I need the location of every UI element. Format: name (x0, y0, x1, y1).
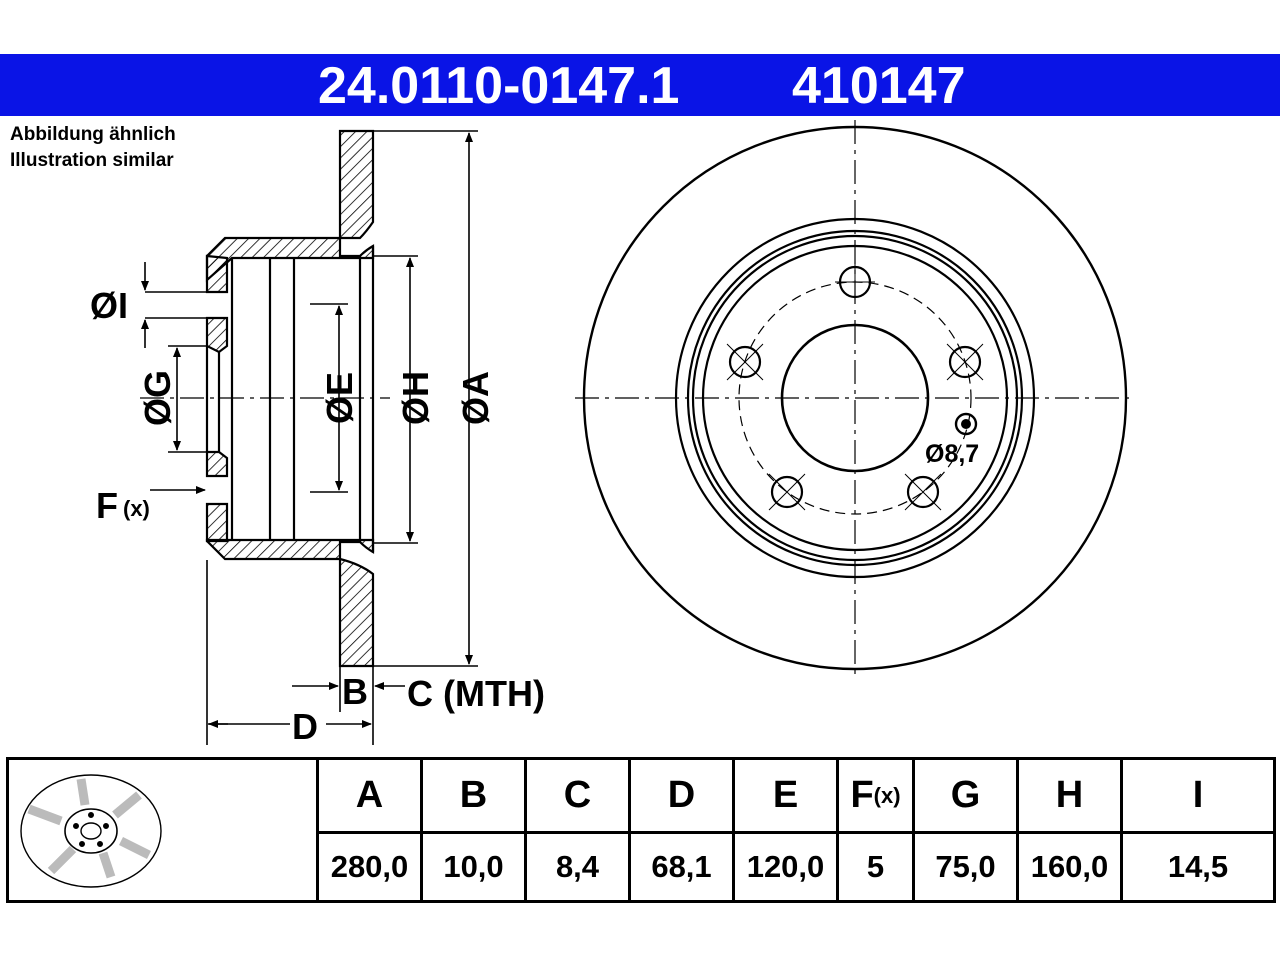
label-c: C (MTH) (407, 673, 545, 714)
header-h: H (1019, 760, 1120, 834)
col-e: E 120,0 (735, 760, 839, 900)
reference-number: 410147 (792, 57, 966, 115)
header-b: B (423, 760, 524, 834)
friction-ring-upper (338, 129, 375, 240)
hat-face-bottom (205, 502, 229, 543)
col-c: C 8,4 (527, 760, 631, 900)
col-b: B 10,0 (423, 760, 527, 900)
value-d: 68,1 (651, 849, 712, 884)
label-hole-diameter: Ø8,7 (925, 440, 979, 468)
value-a: 280,0 (330, 849, 409, 884)
label-f: F (96, 485, 118, 526)
value-g: 75,0 (935, 849, 996, 884)
outer-rim (582, 125, 1128, 671)
col-f: F(x) 5 (839, 760, 915, 900)
col-h: H 160,0 (1019, 760, 1123, 900)
side-dimensions (141, 130, 478, 745)
col-i: I 14,5 (1123, 760, 1273, 900)
header-i: I (1123, 760, 1273, 834)
value-h: 160,0 (1030, 849, 1109, 884)
hat-face-top (205, 254, 229, 294)
header-f-sub: (x) (873, 782, 901, 808)
label-b: B (342, 671, 368, 712)
header-g: G (915, 760, 1016, 834)
value-c: 8,4 (555, 849, 600, 884)
note-english: Illustration similar (10, 150, 174, 171)
col-d: D 68,1 (631, 760, 735, 900)
label-dia-h: ØH (395, 371, 436, 425)
label-dia-g: ØG (137, 370, 178, 426)
value-b: 10,0 (443, 849, 504, 884)
front-view (575, 120, 1135, 676)
hat-wall-lower (205, 538, 375, 561)
friction-ring-lower (338, 557, 375, 668)
spec-table: A 280,0 B 10,0 C 8,4 D 68,1 E 120,0 F(x)… (6, 757, 1276, 903)
header-e: E (735, 760, 836, 834)
header-d: D (631, 760, 732, 834)
side-section-view (140, 129, 390, 668)
header-c: C (527, 760, 628, 834)
locating-hole (954, 412, 978, 436)
value-i: 14,5 (1167, 849, 1229, 884)
note-german: Abbildung ähnlich (10, 124, 176, 145)
header-f-letter: F (850, 774, 874, 816)
header-f: F(x) (839, 760, 912, 834)
hat-face-lower (205, 450, 229, 478)
center-bore (780, 323, 930, 473)
bolt-holes (726, 262, 984, 511)
header-a: A (319, 760, 420, 834)
header-bar: 24.0110-0147.1 410147 (0, 54, 1280, 116)
illustration-note: Abbildung ähnlich Illustration similar (10, 122, 176, 174)
spec-columns: A 280,0 B 10,0 C 8,4 D 68,1 E 120,0 F(x)… (319, 760, 1273, 900)
label-dia-i: ØI (90, 285, 128, 326)
hat-face-upper (205, 316, 229, 354)
label-d: D (292, 706, 318, 747)
part-number: 24.0110-0147.1 (318, 57, 680, 115)
col-g: G 75,0 (915, 760, 1019, 900)
disc-thumbnail (9, 760, 319, 900)
label-dia-a: ØA (455, 371, 496, 425)
col-a: A 280,0 (319, 760, 423, 900)
label-f-sub: (x) (123, 496, 150, 521)
label-dia-e: ØE (319, 372, 360, 424)
value-f: 5 (866, 849, 885, 884)
value-e: 120,0 (746, 849, 825, 884)
side-labels: ØI ØG ØE ØH ØA F (x) B C (MTH) D (90, 285, 545, 747)
disc-thumbnail-icon (20, 774, 162, 888)
